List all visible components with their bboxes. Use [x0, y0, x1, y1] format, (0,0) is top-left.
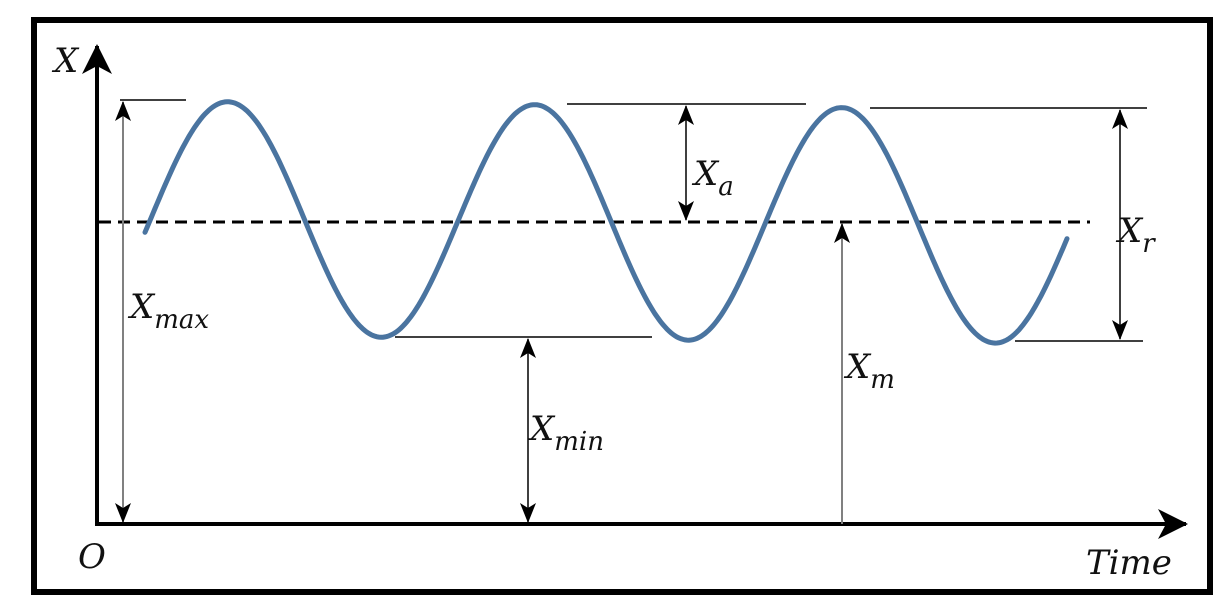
- y-axis-label: X: [51, 41, 80, 81]
- x-max-label: Xmax: [127, 287, 209, 335]
- x-m-label: Xm: [843, 347, 895, 395]
- x-r-label: Xr: [1115, 211, 1156, 259]
- origin-label: O: [78, 537, 106, 577]
- x-axis-label: Time: [1086, 543, 1172, 583]
- x-a-label: Xa: [691, 154, 734, 202]
- frame-border: [31, 17, 1213, 595]
- x-min-label: Xmin: [527, 409, 604, 457]
- sine-wave: [142, 99, 1070, 346]
